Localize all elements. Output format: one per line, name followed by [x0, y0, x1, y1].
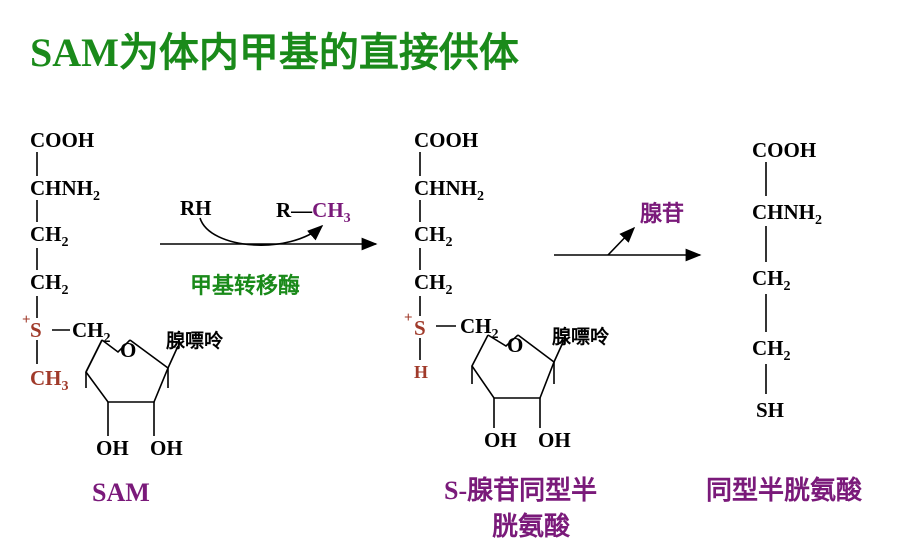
sah-adenine-bond [553, 339, 565, 363]
sam-cooh: COOH [30, 128, 95, 152]
sah-sulfur: S [414, 316, 426, 340]
hcy-ch2-a: CH2 [752, 266, 791, 295]
reaction1-curve [199, 217, 324, 246]
sam-adenine: 腺嘌呤 [166, 331, 224, 352]
sam-ring-oxygen: O [120, 338, 137, 362]
sam-s-charge: + [22, 312, 31, 328]
sah-ring-oxygen: O [507, 333, 524, 357]
sah-ch2-a: CH2 [414, 222, 453, 251]
sam-adenine-bond [167, 345, 179, 369]
reaction2-product: 腺苷 [640, 201, 685, 226]
sam-ch2-b: CH2 [30, 270, 69, 299]
reaction1-r-ch3: R—CH3 [276, 198, 351, 227]
sah-s-charge: + [404, 310, 413, 326]
sam-label: SAM [92, 478, 150, 507]
sah-hydrogen: H [414, 362, 429, 382]
sah-oh2: OH [538, 428, 571, 452]
reaction1-enzyme: 甲基转移酶 [190, 273, 301, 298]
sah-adenine: 腺嘌呤 [552, 327, 610, 348]
page-title: SAM为体内甲基的直接供体 [30, 30, 519, 75]
sah-chnh2: CHNH2 [414, 176, 484, 205]
sam-oh1: OH [96, 436, 129, 460]
sam-oh2: OH [150, 436, 183, 460]
sah-label-line2: 胱氨酸 [492, 512, 571, 541]
reaction2-branch [607, 226, 636, 256]
sah-ch2-b: CH2 [414, 270, 453, 299]
hcy-label: 同型半胱氨酸 [706, 476, 863, 505]
reaction1-rh: RH [180, 196, 212, 220]
hcy-chnh2: CHNH2 [752, 200, 822, 229]
sah-cooh: COOH [414, 128, 479, 152]
sam-chnh2: CHNH2 [30, 176, 100, 205]
sah-label-line1: S-腺苷同型半 [444, 476, 598, 505]
sam-ribose-bond [85, 339, 103, 373]
hcy-cooh: COOH [752, 138, 817, 162]
sah-ring-ch2: CH2 [460, 314, 499, 343]
sah-oh1: OH [484, 428, 517, 452]
sam-methyl: CH3 [30, 366, 69, 395]
sam-ring-ch2: CH2 [72, 318, 111, 347]
hcy-sh: SH [756, 398, 785, 422]
hcy-ch2-b: CH2 [752, 336, 791, 365]
sah-ribose-ring [471, 334, 555, 399]
sam-ch2-a: CH2 [30, 222, 69, 251]
sam-sulfur: S [30, 318, 42, 342]
